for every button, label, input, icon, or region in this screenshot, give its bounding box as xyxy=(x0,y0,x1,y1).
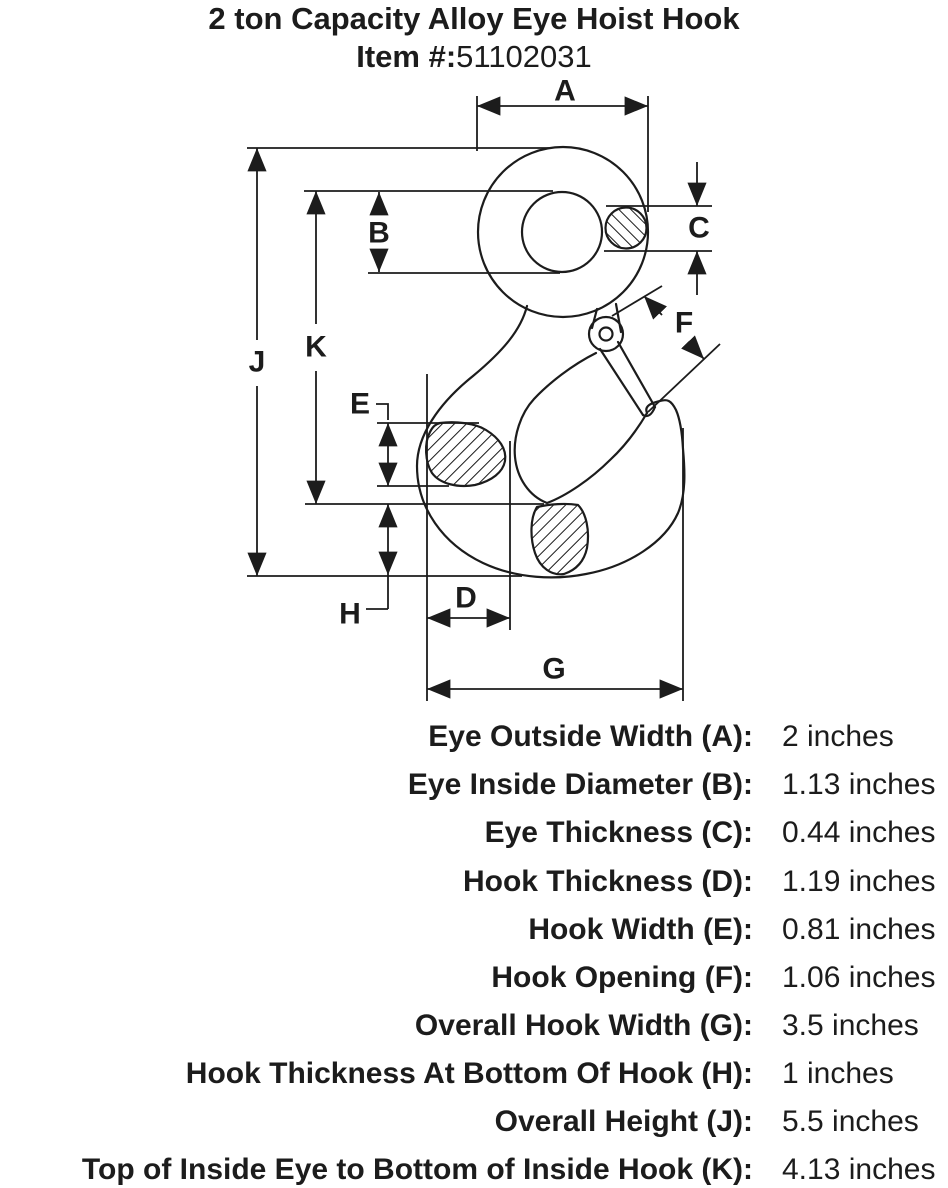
dim-f-witness-lower xyxy=(647,343,721,413)
latch-arm-right-edge xyxy=(616,340,657,409)
latch-pivot-hub xyxy=(587,315,625,353)
spec-value: 5.5 inches xyxy=(782,1105,919,1138)
spec-value: 0.44 inches xyxy=(782,816,936,849)
item-number-label: Item #: xyxy=(356,39,457,74)
hook-side-section-hatch xyxy=(425,421,507,488)
dim-f-shaft-upper xyxy=(643,295,668,320)
spec-label: Overall Hook Width (G): xyxy=(414,1009,753,1042)
spec-value: 1 inches xyxy=(782,1057,894,1090)
dim-label-e: E xyxy=(350,388,370,421)
latch-pivot-hole xyxy=(598,326,614,342)
spec-label: Eye Outside Width (A): xyxy=(428,720,753,753)
spec-label: Eye Inside Diameter (B): xyxy=(407,768,753,801)
dim-label-a: A xyxy=(554,75,576,108)
spec-value: 1.13 inches xyxy=(782,768,936,801)
page-title: 2 ton Capacity Alloy Eye Hoist Hook xyxy=(208,1,740,36)
dim-label-c: C xyxy=(688,212,710,245)
dim-label-d: D xyxy=(455,582,477,615)
hook-outer-body xyxy=(415,304,686,579)
spec-value: 1.19 inches xyxy=(782,865,936,898)
hook-bottom-section-hatch xyxy=(530,502,590,576)
hook-outline xyxy=(415,145,686,579)
dim-label-f: F xyxy=(675,307,693,340)
spec-label: Eye Thickness (C): xyxy=(484,816,753,849)
eye-outer-circle xyxy=(476,145,650,319)
item-number-line: Item #:51102031 xyxy=(0,39,948,75)
spec-label: Overall Height (J): xyxy=(494,1105,753,1138)
cross-sections xyxy=(425,206,648,576)
latch-arm-left-edge xyxy=(598,347,645,417)
spec-label: Top of Inside Eye to Bottom of Inside Ho… xyxy=(81,1153,753,1186)
dim-label-k: K xyxy=(305,331,327,364)
dim-label-h: H xyxy=(339,598,361,631)
spec-row: Eye Thickness (C): 0.44 inches xyxy=(0,812,948,854)
spec-row: Hook Thickness (D): 1.19 inches xyxy=(0,861,948,903)
spec-label: Hook Thickness (D): xyxy=(462,865,753,898)
spec-row: Overall Height (J): 5.5 inches xyxy=(0,1101,948,1143)
spec-value: 2 inches xyxy=(782,720,894,753)
item-number-value: 51102031 xyxy=(456,39,592,74)
dim-label-g: G xyxy=(542,653,565,686)
spec-value: 0.81 inches xyxy=(782,913,936,946)
spec-row: Eye Outside Width (A): 2 inches xyxy=(0,716,948,758)
spec-row: Eye Inside Diameter (B): 1.13 inches xyxy=(0,764,948,806)
dim-label-b: B xyxy=(368,217,390,250)
dim-label-j: J xyxy=(249,346,266,379)
spec-row: Hook Opening (F): 1.06 inches xyxy=(0,957,948,999)
spec-row: Overall Hook Width (G): 3.5 inches xyxy=(0,1005,948,1047)
spec-row: Top of Inside Eye to Bottom of Inside Ho… xyxy=(0,1149,948,1188)
spec-value: 1.06 inches xyxy=(782,961,936,994)
latch-arm-tip xyxy=(641,405,657,418)
spec-row: Hook Thickness At Bottom Of Hook (H): 1 … xyxy=(0,1053,948,1095)
eye-inner-circle xyxy=(520,190,604,274)
dimension-lines xyxy=(247,96,721,701)
spec-label: Hook Thickness At Bottom Of Hook (H): xyxy=(185,1057,753,1090)
dim-e-leader xyxy=(376,403,389,420)
spec-value: 3.5 inches xyxy=(782,1009,919,1042)
eye-section-hatch xyxy=(604,206,648,250)
hook-dimension-diagram: A B C D E F G H J K xyxy=(247,75,721,701)
dim-f-witness-upper xyxy=(611,285,663,317)
spec-row: Hook Width (E): 0.81 inches xyxy=(0,909,948,951)
latch-lug-right-edge xyxy=(614,302,623,334)
dim-f-shaft-lower xyxy=(680,335,705,360)
spec-value: 4.13 inches xyxy=(782,1153,936,1186)
spec-label: Hook Width (E): xyxy=(528,913,753,946)
spec-label: Hook Opening (F): xyxy=(491,961,753,994)
dimension-letters: A B C D E F G H J K xyxy=(249,75,710,686)
hook-inner-bowl xyxy=(513,351,649,505)
